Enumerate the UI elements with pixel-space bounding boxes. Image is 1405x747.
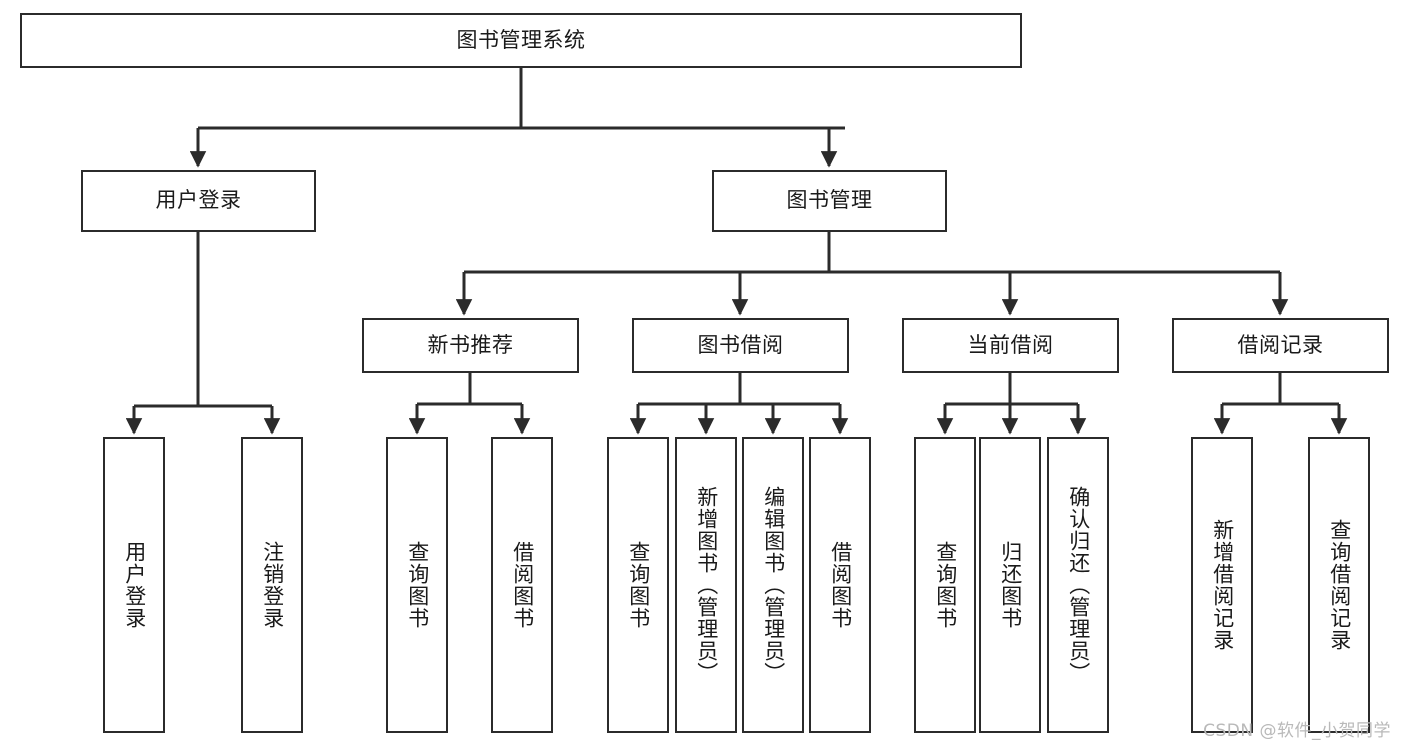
node-borrow-record-label: 借阅记录	[1237, 332, 1324, 357]
node-book-manage[interactable]: 图书管理	[712, 170, 947, 232]
node-user-login[interactable]: 用户登录	[81, 170, 316, 232]
node-root[interactable]: 图书管理系统	[20, 13, 1022, 68]
node-leaf-query-book-2[interactable]: 查询图书	[607, 437, 669, 733]
node-user-login-label: 用户登录	[155, 188, 242, 213]
node-leaf-query-book-1[interactable]: 查询图书	[386, 437, 448, 733]
node-leaf-user-logout[interactable]: 注销登录	[241, 437, 303, 733]
node-book-borrow-label: 图书借阅	[697, 332, 784, 357]
node-new-book-rec[interactable]: 新书推荐	[362, 318, 579, 373]
node-leaf-query-book-1-label: 查询图书	[405, 541, 430, 629]
node-leaf-edit-book[interactable]: 编辑图书（管理员）	[742, 437, 804, 733]
node-leaf-add-book-label: 新增图书（管理员）	[694, 486, 719, 684]
node-leaf-borrow-book-1[interactable]: 借阅图书	[491, 437, 553, 733]
node-current-borrow-label: 当前借阅	[967, 332, 1054, 357]
node-book-borrow[interactable]: 图书借阅	[632, 318, 849, 373]
node-leaf-return-book[interactable]: 归还图书	[979, 437, 1041, 733]
node-leaf-edit-book-label: 编辑图书（管理员）	[761, 486, 786, 684]
node-leaf-borrow-book-2-label: 借阅图书	[828, 541, 853, 629]
node-leaf-confirm-return[interactable]: 确认归还（管理员）	[1047, 437, 1109, 733]
node-new-book-rec-label: 新书推荐	[427, 332, 514, 357]
node-leaf-query-record[interactable]: 查询借阅记录	[1308, 437, 1370, 733]
node-current-borrow[interactable]: 当前借阅	[902, 318, 1119, 373]
node-leaf-user-login[interactable]: 用户登录	[103, 437, 165, 733]
node-leaf-confirm-return-label: 确认归还（管理员）	[1066, 486, 1091, 684]
node-leaf-query-book-2-label: 查询图书	[626, 541, 651, 629]
node-leaf-query-record-label: 查询借阅记录	[1327, 519, 1352, 651]
node-leaf-query-book-3[interactable]: 查询图书	[914, 437, 976, 733]
node-root-label: 图书管理系统	[456, 27, 586, 52]
node-leaf-user-login-label: 用户登录	[122, 541, 147, 629]
node-leaf-query-book-3-label: 查询图书	[933, 541, 958, 629]
node-leaf-add-record[interactable]: 新增借阅记录	[1191, 437, 1253, 733]
node-leaf-add-record-label: 新增借阅记录	[1210, 519, 1235, 651]
node-leaf-borrow-book-1-label: 借阅图书	[510, 541, 535, 629]
node-leaf-add-book[interactable]: 新增图书（管理员）	[675, 437, 737, 733]
node-book-manage-label: 图书管理	[786, 188, 873, 213]
node-leaf-borrow-book-2[interactable]: 借阅图书	[809, 437, 871, 733]
node-leaf-user-logout-label: 注销登录	[260, 541, 285, 629]
node-borrow-record[interactable]: 借阅记录	[1172, 318, 1389, 373]
node-leaf-return-book-label: 归还图书	[998, 541, 1023, 629]
